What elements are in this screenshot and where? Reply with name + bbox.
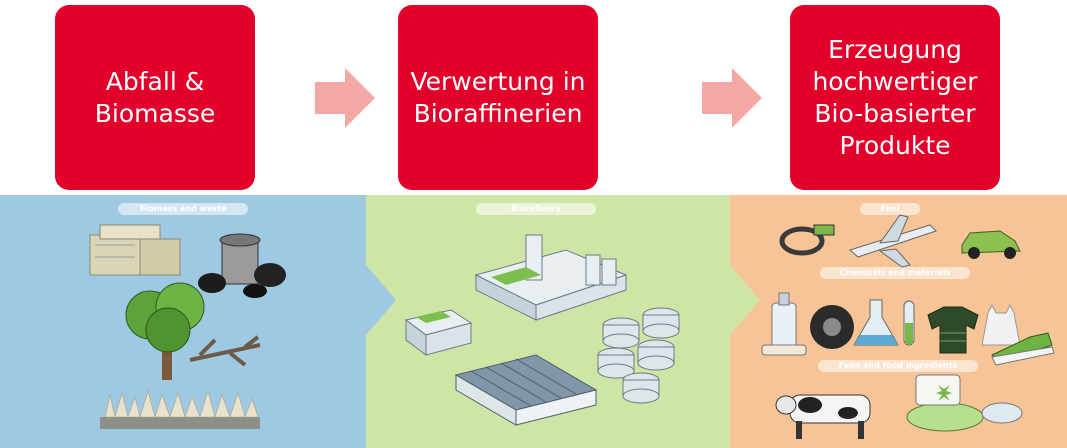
hay-bales-icon: [89, 224, 181, 276]
fuel-nozzle-icon: [779, 224, 835, 256]
panel-title-chemicals: Chemicals and materials: [820, 267, 970, 279]
cow-icon: [775, 394, 871, 439]
shoe-icon: [991, 332, 1055, 366]
stage-box-biorefinery: Verwertung in Bioraffinerien: [398, 5, 598, 190]
panel-title-biomass: Biomass and waste: [118, 203, 248, 215]
stage-label: Verwertung in Bioraffinerien: [410, 66, 586, 128]
panel-products: Fuel Chemicals and materials Feed and fo…: [730, 195, 1067, 448]
flask-icon: [853, 299, 899, 346]
branches-icon: [189, 335, 261, 367]
flow-chevron-icon: [366, 265, 396, 335]
bag-icon: [981, 303, 1021, 346]
panel-title-feed: Feed and food ingredients: [818, 360, 978, 372]
trash-can-icon: [198, 233, 286, 298]
building-icon: [404, 309, 473, 356]
storage-tanks-icon: [597, 307, 680, 404]
tire-icon: [810, 305, 854, 349]
car-icon: [961, 230, 1021, 259]
stage-arrow-1: [315, 68, 375, 128]
stage-box-biomass: Abfall & Biomasse: [55, 5, 255, 190]
greenhouse-icon: [454, 354, 598, 426]
stage-label: Abfall & Biomasse: [94, 66, 216, 128]
bottle-icon: [761, 292, 807, 356]
airplane-icon: [848, 214, 937, 268]
grass-icon: [100, 389, 260, 429]
panel-title-fuel: Fuel: [860, 203, 920, 215]
panel-title-biorefinery: Biorefinery: [476, 203, 596, 215]
panel-biorefinery: Biorefinery: [366, 195, 730, 448]
shirt-icon: [927, 306, 979, 354]
food-bowl-icon: [906, 374, 1023, 432]
stage-box-products: Erzeugung hochwertiger Bio-basierter Pro…: [790, 5, 1000, 190]
stage-arrow-2: [702, 68, 762, 128]
stage-label: Erzeugung hochwertiger Bio-basierter Pro…: [812, 34, 978, 160]
flow-chevron-icon: [730, 265, 760, 335]
panel-biomass: Biomass and waste: [0, 195, 383, 448]
tree-icon: [125, 282, 205, 380]
factory-icon: [474, 234, 628, 321]
test-tube-icon: [903, 300, 915, 346]
